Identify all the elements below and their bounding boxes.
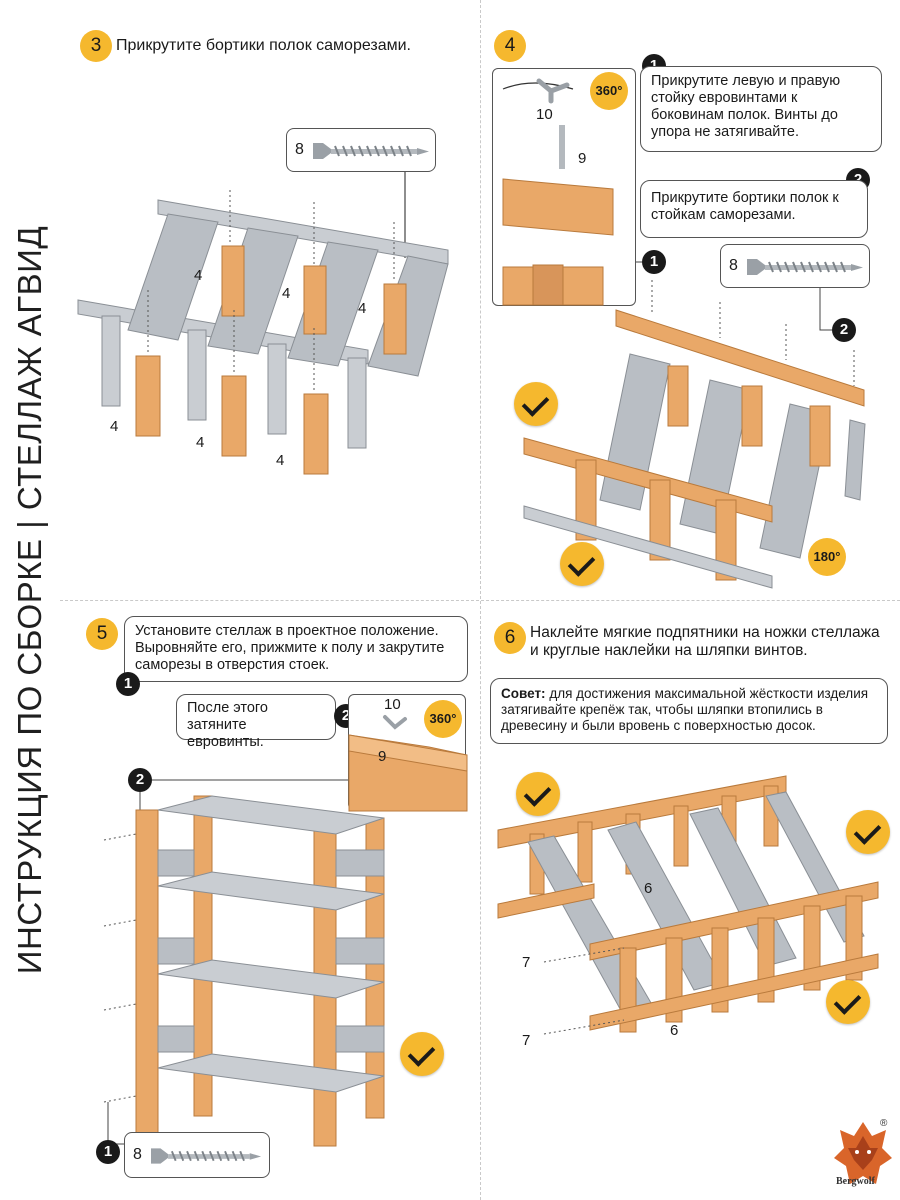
part-label-9: 9	[378, 748, 387, 765]
step-3-badge: 3	[80, 30, 112, 62]
screw-part-number: 8	[133, 1146, 142, 1163]
step-3-shelf-illustration	[77, 190, 449, 475]
check-icon	[826, 980, 870, 1024]
step-4-detail-box	[492, 68, 636, 306]
part-label-10: 10	[384, 696, 401, 713]
step-3-screw-box: 8	[286, 128, 436, 172]
check-icon	[516, 772, 560, 816]
self-tapping-screw-icon	[747, 259, 863, 275]
step-5-screw-box: 8	[124, 1132, 270, 1178]
step-6-tip-box: Совет: для достижения максимальной жёстк…	[490, 678, 888, 744]
step-4-leader-lines	[636, 261, 832, 331]
callout-marker-1: 1	[116, 672, 140, 696]
detail-marker-2: 2	[832, 318, 856, 342]
part-label-10: 10	[536, 106, 553, 123]
registered-mark: ®	[880, 1118, 888, 1129]
tip-text: для достижения максимальной жёсткости из…	[501, 686, 869, 733]
horizontal-divider	[60, 600, 900, 601]
step-3-instruction: Прикрутите бортики полок саморезами.	[116, 37, 411, 54]
step-4-callout-2: Прикрутите бортики полок к стойкам самор…	[640, 180, 868, 238]
part-label-4: 4	[276, 452, 285, 469]
part-label-6: 6	[670, 1022, 679, 1039]
part-label-7: 7	[522, 954, 531, 971]
screw-part-number: 8	[295, 141, 304, 158]
self-tapping-screw-icon	[313, 143, 429, 159]
part-label-7: 7	[522, 1032, 531, 1049]
callout-marker-2: 2	[128, 768, 152, 792]
brand-name: Bergwolf	[836, 1176, 875, 1187]
step-5-callout-1: Установите стеллаж в проектное положение…	[124, 616, 468, 682]
step-4-screw-box: 8	[720, 244, 870, 288]
step-5-callout-2: После этого затяните евровинты.	[176, 694, 336, 750]
check-icon	[400, 1032, 444, 1076]
rotate-360-badge: 360°	[590, 72, 628, 110]
check-icon	[514, 382, 558, 426]
detail-marker-1: 1	[642, 250, 666, 274]
tip-label: Совет:	[501, 686, 546, 701]
part-label-4: 4	[110, 418, 119, 435]
eurobolt-tighten-illustration	[348, 715, 468, 812]
bergwolf-logo-icon	[834, 1122, 892, 1184]
self-tapping-screw-icon	[151, 1148, 262, 1164]
callout-marker-1: 1	[96, 1140, 120, 1164]
part-label-4: 4	[194, 267, 203, 284]
step-6-instruction: Наклейте мягкие подпятники на ножки стел…	[530, 624, 880, 659]
step-5-badge: 5	[86, 618, 118, 650]
step-4-badge: 4	[494, 30, 526, 62]
step-4-callout-1: Прикрутите левую и правую стойку евровин…	[640, 66, 882, 152]
flip-180-badge: 180°	[808, 538, 846, 576]
step-5-rack-illustration	[103, 795, 385, 1147]
screw-part-number: 8	[729, 257, 738, 274]
eurobolt-detail-illustration	[502, 78, 614, 306]
check-icon	[560, 542, 604, 586]
part-label-4: 4	[282, 285, 291, 302]
part-label-6: 6	[644, 880, 653, 897]
step-4-shelf-illustration	[523, 280, 866, 589]
part-label-4: 4	[196, 434, 205, 451]
part-label-9: 9	[578, 150, 587, 167]
rotate-360-badge: 360°	[424, 700, 462, 738]
part-label-4: 4	[358, 300, 367, 317]
step-6-badge: 6	[494, 622, 526, 654]
check-icon	[846, 810, 890, 854]
step-6-shelf-illustration	[497, 775, 879, 1035]
